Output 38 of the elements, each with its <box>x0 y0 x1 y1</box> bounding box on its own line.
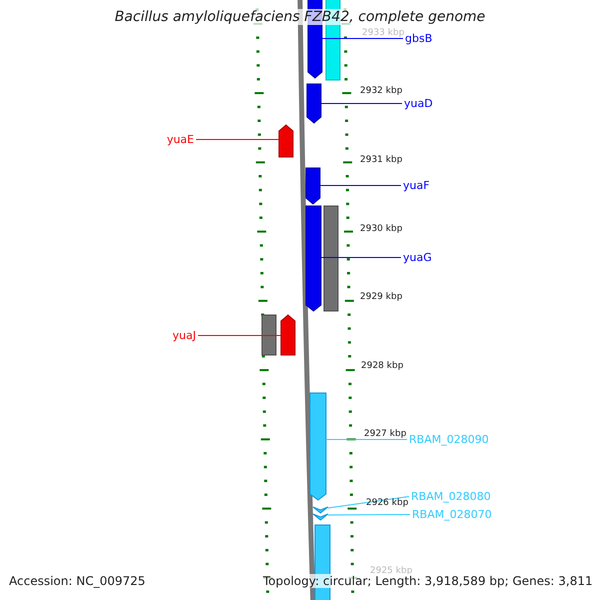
gene-label: yuaD <box>404 97 433 110</box>
gene-feature <box>312 514 328 521</box>
gene-feature <box>306 168 320 205</box>
tick-label: 2929 kbp <box>360 292 402 302</box>
gene-label: yuaJ <box>172 329 196 342</box>
gene-feature <box>310 392 326 501</box>
gene-feature <box>324 206 338 312</box>
gene-feature <box>262 314 276 356</box>
gene-label: yuaE <box>166 133 194 146</box>
leader-line <box>196 139 280 140</box>
leader-line <box>328 514 410 516</box>
tick-label: 2928 kbp <box>361 361 404 372</box>
gene-label: RBAM_028090 <box>409 433 489 446</box>
leader-line <box>322 38 404 39</box>
tick-label: 2931 kbp <box>360 155 402 166</box>
tick-label: 2926 kbp <box>366 498 408 508</box>
tick-label: 2927 kbp <box>364 429 406 440</box>
accession-text: Accession: NC_009725 <box>9 574 146 588</box>
gene-label: gbsB <box>405 32 432 45</box>
leader-line <box>320 185 402 186</box>
gene-feature <box>278 124 294 158</box>
leader-line <box>328 496 410 508</box>
leader-line <box>320 103 402 104</box>
tick-label: 2932 kbp <box>360 86 402 96</box>
leader-line <box>198 335 282 336</box>
genome-info-text: Topology: circular; Length: 3,918,589 bp; Genes: 3,811 <box>263 574 593 588</box>
gene-label: RBAM_028070 <box>412 508 492 521</box>
gene-label: yuaF <box>403 179 430 192</box>
tick-label: 2930 kbp <box>360 224 402 234</box>
leader-line <box>326 439 408 440</box>
gene-feature <box>306 84 322 124</box>
gene-label: yuaG <box>403 251 432 264</box>
tick-label: 2925 kbp <box>370 566 412 576</box>
gene-feature <box>312 506 328 514</box>
gene-feature <box>280 314 296 356</box>
leader-line <box>320 257 402 258</box>
tick-label: 2933 kbp <box>362 28 404 38</box>
gene-label: RBAM_028080 <box>411 490 491 503</box>
